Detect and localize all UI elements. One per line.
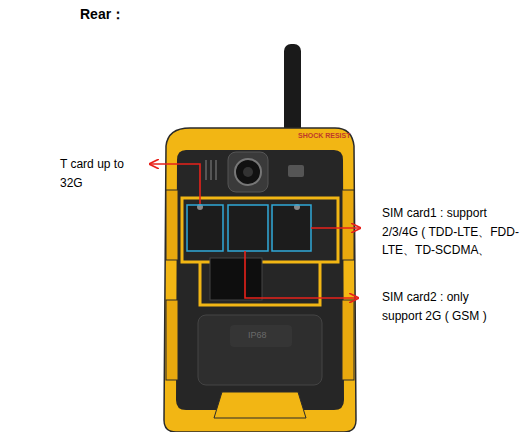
brand-mark: SHOCK RESIST [298, 132, 351, 140]
view-title: Rear： [80, 4, 160, 26]
callout-label: SIM card2 : only support 2G ( GSM ) [382, 288, 490, 325]
rating-mark: IP68 [248, 330, 267, 341]
callout-label: SIM card1 : support 2/3/4G ( TDD-LTE、FDD… [382, 204, 522, 260]
callout-label: T card up to 32G [60, 155, 140, 192]
